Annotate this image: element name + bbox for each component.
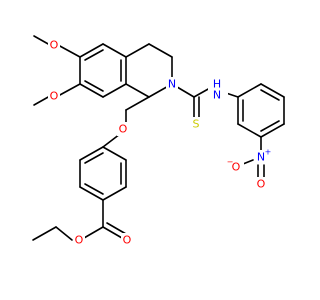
molecule-structure-diagram: O O N S H N N + O − [32,35,285,247]
atom-amine-nh: H N [208,78,228,102]
atom-label: O [50,39,59,52]
atom-hydrogen-label: H [213,78,221,91]
atom-label: N [168,78,176,91]
atom-label: O [257,178,266,191]
atom-labels: O O N S H N N + O − [48,38,271,247]
atom-methoxy-oxygen-1: O [48,38,60,52]
atom-carbonyl-oxygen: O [121,233,133,247]
atom-ester-oxygen: O [73,233,85,247]
atom-label: N [213,89,221,102]
atom-label: O [50,90,59,103]
atom-label: N [257,151,265,164]
atom-nitro-oxygen-double: O [255,177,267,191]
atom-label: O [75,234,84,247]
atom-nitro-nitrogen: N + [255,148,272,164]
atom-label: O [123,234,132,247]
atom-ring-nitrogen: N [166,77,178,91]
atom-thione-sulfur: S [190,117,202,131]
atom-ether-oxygen: O [117,122,129,136]
atom-methoxy-oxygen-2: O [48,89,60,103]
atom-label: O [119,123,128,136]
atom-nitro-oxygen-minus: O − [227,158,244,174]
bonds [32,35,285,241]
atom-label: O [232,161,241,174]
atom-charge: − [227,158,234,167]
atom-charge: + [265,148,272,157]
atom-label: S [193,118,200,131]
